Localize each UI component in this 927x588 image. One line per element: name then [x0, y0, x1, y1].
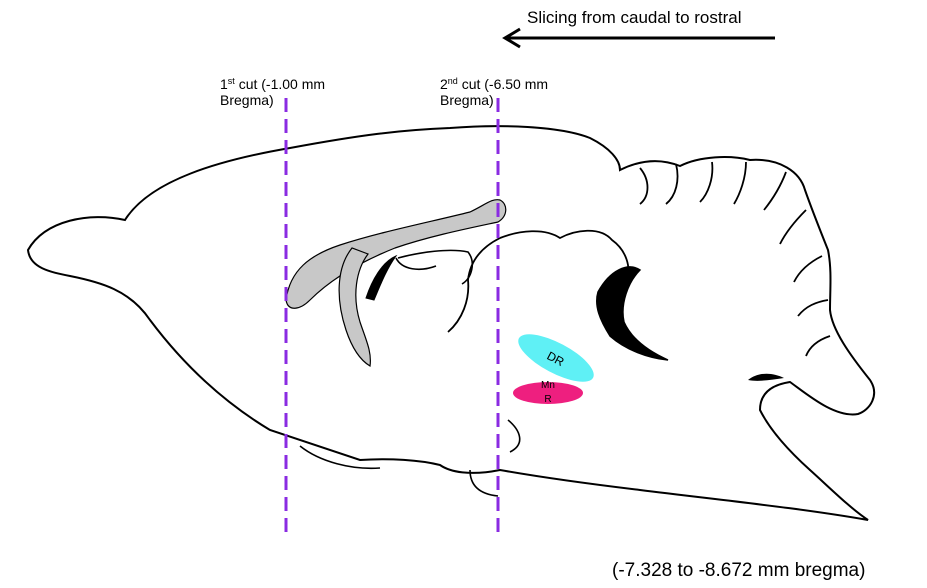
ventricle-tip	[748, 374, 784, 381]
mnr-label-line2: R	[544, 394, 551, 405]
lateral-ventricle	[286, 200, 506, 309]
third-ventricle	[366, 256, 396, 300]
cut1-text: cut (-1.00 mm	[235, 76, 325, 92]
cut2-label: 2nd cut (-6.50 mm Bregma)	[440, 76, 548, 108]
mnr-label-line1: Mn	[541, 380, 555, 391]
cut1-label: 1st cut (-1.00 mm Bregma)	[220, 76, 325, 108]
hippocampal-commissure	[339, 248, 370, 366]
bregma-range-label: (-7.328 to -8.672 mm bregma)	[612, 560, 865, 582]
cerebellum-folia	[640, 162, 830, 356]
cut1-bregma: Bregma)	[220, 92, 274, 108]
cut2-bregma: Bregma)	[440, 92, 494, 108]
cut2-suffix: nd	[448, 76, 458, 86]
cut2-ordinal: 2	[440, 76, 448, 92]
direction-arrow	[505, 29, 775, 47]
cut1-suffix: st	[228, 76, 235, 86]
thalamus-outline	[396, 250, 472, 284]
fourth-ventricle	[597, 267, 668, 360]
direction-label: Slicing from caudal to rostral	[527, 8, 741, 28]
cut2-text: cut (-6.50 mm	[458, 76, 548, 92]
brain-outline	[28, 126, 874, 520]
cut1-ordinal: 1	[220, 76, 228, 92]
pons-outline	[300, 420, 520, 496]
